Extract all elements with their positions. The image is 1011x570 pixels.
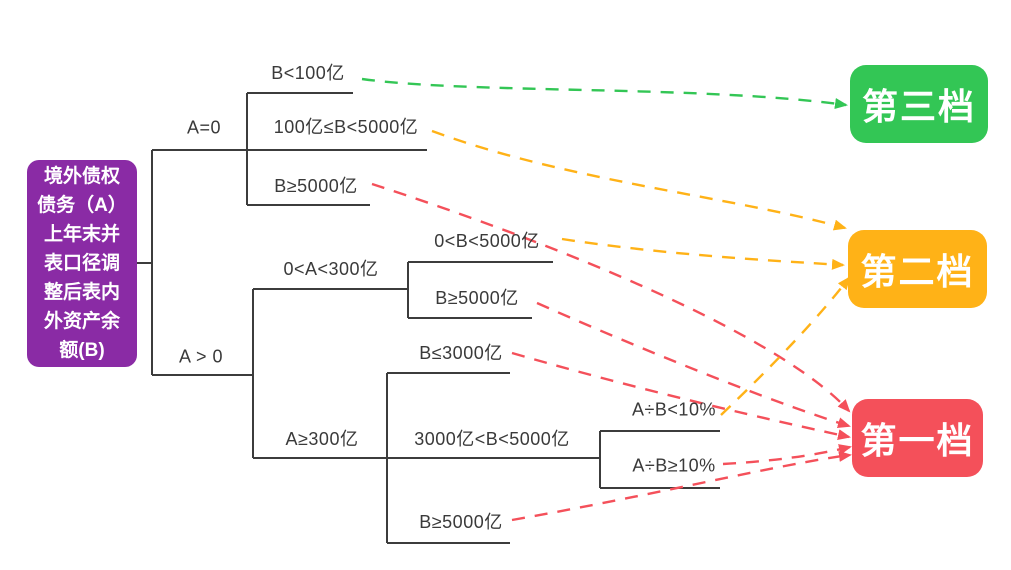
root-node-line: 表口径调 [43, 253, 120, 274]
root-node-line: 外资产余 [43, 311, 120, 332]
root-node-line: 额(B) [59, 340, 105, 361]
leaf-label-ratio-lt-10: A÷B<10% [632, 399, 716, 420]
arrow-b-ge-5000-a0-to-tier1 [371, 182, 851, 413]
tier3-label: 第三档 [861, 86, 976, 127]
tier2-box: 第二档 [848, 230, 987, 308]
tree-connector-lines [137, 92, 720, 544]
root-node-line: 整后表内 [43, 282, 120, 303]
arrow-ratio-lt-10-to-tier2 [720, 276, 851, 416]
leaf-label-b-ge-5000-bottom: B≥5000亿 [419, 512, 503, 532]
root-node-line: 上年末并 [43, 224, 120, 245]
arrow-b-ge-5000-bottom-to-tier1 [511, 450, 852, 522]
leaf-label-b-lt-100: B<100亿 [271, 63, 345, 83]
tier2-label: 第二档 [860, 251, 975, 292]
root-node-line: 境外债权 [43, 166, 120, 187]
arrow-b-ge-5000-mid-to-tier1 [536, 301, 851, 429]
leaf-label-b-ge-5000-a0: B≥5000亿 [274, 176, 358, 196]
branch-label-a-ge-300: A≥300亿 [285, 429, 359, 449]
arrow-b-le-3000-to-tier1 [511, 351, 851, 441]
root-node: 境外债权 债务（A） 上年末并 表口径调 整后表内 外资产余 额(B) [27, 160, 137, 367]
arrow-b-0-5000-to-tier2 [561, 237, 845, 270]
arrow-b-100-5000-to-tier2 [431, 129, 847, 231]
leaf-label-b-100-5000: 100亿≤B<5000亿 [273, 117, 419, 137]
tier3-box: 第三档 [850, 65, 988, 143]
leaf-label-b-ge-5000-mid: B≥5000亿 [435, 288, 519, 308]
arrow-b-lt-100-to-tier3 [361, 77, 848, 109]
branch-label-a-between-0-300: 0<A<300亿 [283, 259, 379, 279]
leaf-label-b-0-5000: 0<B<5000亿 [434, 231, 540, 251]
leaf-label-b-3000-5000: 3000亿<B<5000亿 [414, 429, 570, 449]
tier1-box: 第一档 [852, 399, 983, 477]
branch-label-a-eq-0: A=0 [186, 117, 222, 138]
arrow-ratio-ge-10-to-tier1 [722, 444, 852, 466]
leaf-label-ratio-ge-10: A÷B≥10% [632, 455, 716, 476]
branch-label-a-gt-0: A > 0 [178, 346, 224, 367]
tier1-label: 第一档 [860, 420, 975, 461]
leaf-label-b-le-3000: B≤3000亿 [419, 343, 503, 363]
root-node-line: 债务（A） [37, 195, 127, 216]
